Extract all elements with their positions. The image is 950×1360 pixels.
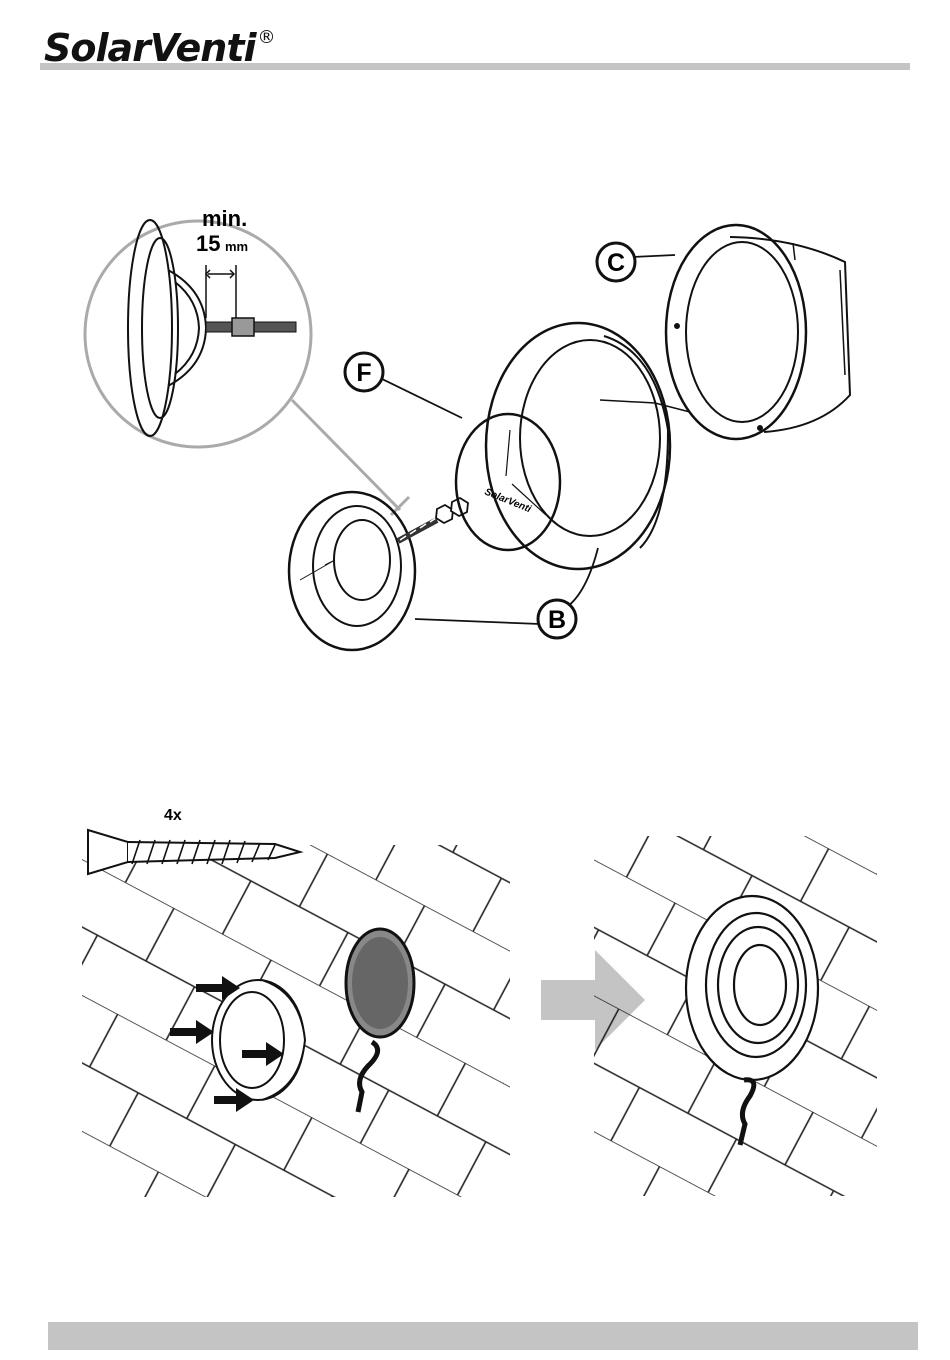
wall-mounting-figure: 4x — [0, 800, 950, 1210]
sleeve-ring-in-wall — [212, 980, 305, 1100]
mesh-grille — [346, 929, 414, 1037]
plate-brand: SolarVenti — [483, 487, 533, 516]
registered-mark: ® — [258, 27, 275, 48]
callout-c: C — [597, 243, 635, 281]
exploded-assembly-figure: C F B min. 15 mm SolarVenti — [0, 180, 950, 680]
footer-bar — [48, 1322, 918, 1350]
callout-f: F — [345, 353, 383, 391]
callout-b-label: B — [548, 606, 566, 634]
callout-c-label: C — [607, 249, 625, 277]
min-unit: mm — [225, 239, 248, 254]
installed-vent — [686, 896, 818, 1080]
nut — [436, 505, 453, 523]
min-value: 15 — [196, 231, 220, 256]
housing-ring — [486, 323, 670, 569]
solar-plate — [456, 414, 560, 550]
min-label: min. — [202, 206, 247, 231]
callout-b: B — [538, 600, 576, 638]
header-divider — [40, 63, 910, 70]
callout-f-label: F — [356, 359, 371, 387]
screw-count: 4x — [164, 807, 182, 824]
